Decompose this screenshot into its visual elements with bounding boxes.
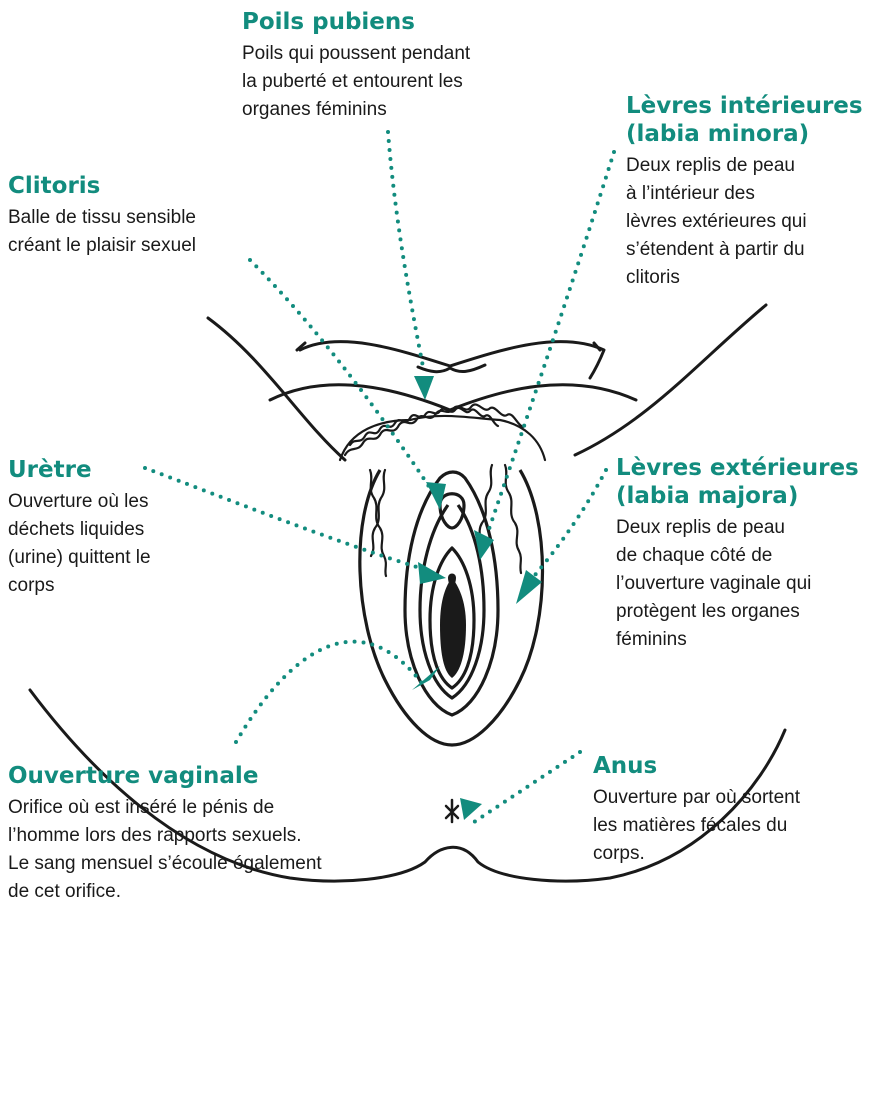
pubic-hair-title: Poils pubiens — [242, 8, 470, 36]
pointer-urethra — [145, 468, 446, 584]
pointer-anus — [460, 714, 582, 830]
label-vaginal-opening: Ouverture vaginale Orifice où est inséré… — [8, 762, 322, 906]
vaginal-opening-description: Orifice où est inséré le pénis de l’homm… — [8, 794, 322, 906]
label-pubic-hair: Poils pubiens Poils qui poussent pendant… — [242, 8, 470, 124]
label-clitoris: Clitoris Balle de tissu sensible créant … — [8, 172, 196, 260]
vaginal-opening-fill — [440, 578, 466, 678]
vaginal-opening-title: Ouverture vaginale — [8, 762, 322, 790]
arrow-outer-labia — [516, 570, 542, 604]
inner-labia-title: Lèvres intérieures (labia minora) — [626, 92, 863, 148]
anus-description: Ouverture par où sortent les matières fé… — [593, 784, 800, 868]
anus-title: Anus — [593, 752, 800, 780]
urethra-description: Ouverture où les déchets liquides (urine… — [8, 488, 151, 600]
label-outer-labia: Lèvres extérieures (labia majora) Deux r… — [616, 454, 859, 654]
clitoris-title: Clitoris — [8, 172, 196, 200]
pubic-hair-description: Poils qui poussent pendant la puberté et… — [242, 40, 470, 124]
inner-labia-description: Deux replis de peau à l’intérieur des lè… — [626, 152, 863, 292]
outer-labia-title: Lèvres extérieures (labia majora) — [616, 454, 859, 510]
label-anus: Anus Ouverture par où sortent les matièr… — [593, 752, 800, 868]
label-urethra: Urètre Ouverture où les déchets liquides… — [8, 456, 151, 600]
arrow-anus — [460, 798, 482, 820]
pointer-inner-labia — [474, 152, 614, 560]
outer-labia-description: Deux replis de peau de chaque côté de l’… — [616, 514, 859, 654]
label-inner-labia: Lèvres intérieures (labia minora) Deux r… — [626, 92, 863, 292]
anus-mark — [446, 800, 458, 822]
clitoris-description: Balle de tissu sensible créant le plaisi… — [8, 204, 196, 260]
urethra-title: Urètre — [8, 456, 151, 484]
arrow-pubic-hair — [414, 376, 434, 400]
